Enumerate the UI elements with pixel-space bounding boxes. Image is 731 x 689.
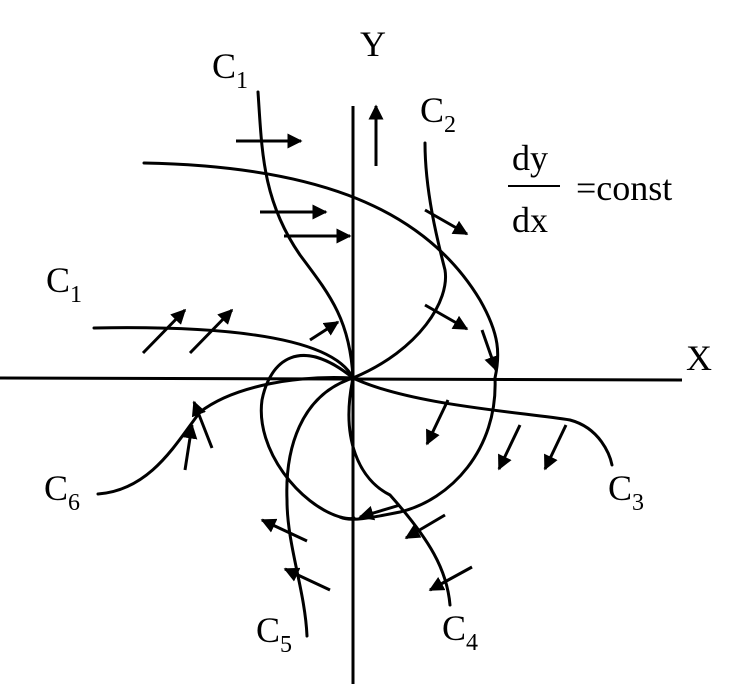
arrow-c1-left-1	[141, 308, 187, 355]
label-c6: C6	[44, 468, 80, 516]
arrow-c6-1	[182, 423, 198, 471]
arrow-c1-left-2	[188, 308, 234, 355]
curve-labels: C1 C1 C2 C3 C4 C5 C6	[44, 46, 644, 658]
arrow-c3-1	[497, 424, 522, 471]
curve-right-loop	[338, 376, 497, 521]
arrow-c3-2	[543, 424, 568, 471]
label-c4: C4	[442, 608, 478, 656]
x-axis-label: X	[686, 338, 712, 378]
direction-arrows	[141, 133, 568, 592]
curve-bottom-loop	[259, 354, 356, 521]
arrow-c4-1	[404, 513, 446, 540]
arrow-inner-1	[425, 399, 450, 446]
label-c2: C2	[420, 90, 456, 138]
arrow-c5-1	[260, 518, 308, 543]
curve-c4	[347, 376, 452, 607]
curve-c3	[351, 376, 614, 467]
arrow-c5-2	[283, 567, 331, 592]
equation-denominator: dx	[512, 200, 548, 240]
equation: dy dx =const	[508, 138, 672, 240]
arrow-c6-2	[191, 400, 214, 449]
label-c3: C3	[608, 468, 644, 516]
equation-rhs: =const	[576, 168, 672, 208]
axes: Y X	[0, 24, 712, 684]
curve-c6	[96, 376, 355, 496]
label-c5: C5	[256, 610, 292, 658]
arrow-c2-1	[424, 208, 469, 236]
curve-c5	[285, 376, 355, 638]
label-c1-top: C1	[212, 46, 248, 94]
equation-numerator: dy	[512, 138, 548, 178]
arrow-c4-2	[428, 565, 473, 592]
y-axis-label: Y	[360, 24, 386, 64]
arrow-c2-2	[424, 303, 469, 331]
curve-c1-left	[92, 326, 355, 380]
arrow-curve-down	[480, 329, 499, 372]
arrow-bottom-loop-top	[309, 320, 340, 342]
label-c1-left: C1	[46, 260, 82, 308]
curve-top-long	[142, 161, 500, 380]
curve-c2	[351, 141, 448, 380]
arrow-loop-bottom	[358, 503, 401, 521]
